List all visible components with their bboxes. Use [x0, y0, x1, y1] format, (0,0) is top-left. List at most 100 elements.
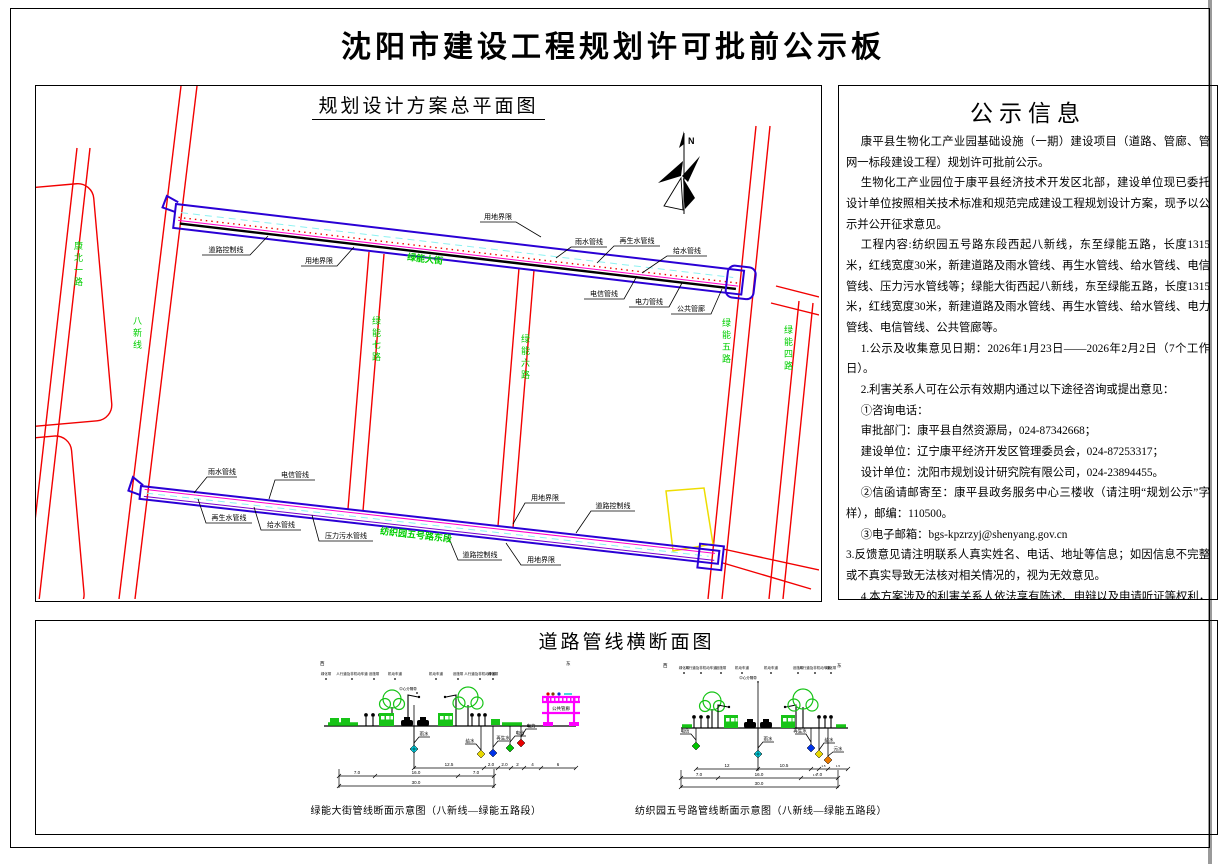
- road-name-kangbei-1: 康北一路: [73, 241, 83, 289]
- callout-label: 道路控制线: [596, 501, 631, 510]
- svg-text:16.0: 16.0: [412, 770, 421, 775]
- cross-section-drawing: 西 东 绿化带 人行道及非机动车道 设施带 机动车道 机动车道 设施带 人行道及…: [320, 660, 851, 790]
- notice-paragraph: 2.利害关系人可在公示有效期内通过以下途径咨询或提出意见：: [860, 384, 1175, 397]
- svg-text:电信: 电信: [681, 728, 690, 735]
- bus-icon: [438, 713, 453, 726]
- sheet-right-edge: [1208, 0, 1212, 864]
- plan-title: 规划设计方案总平面图: [36, 91, 821, 120]
- notice-paragraph: ①咨询电话：: [860, 404, 929, 417]
- notice-body: 康平县生物化工产业园基础设施（一期）建设项目（道路、管廊、管网一标段建设工程）规…: [839, 132, 1217, 599]
- site-plan-panel: N 用地界限: [35, 85, 822, 602]
- callout-label: 电信管线: [281, 470, 309, 479]
- svg-text:电力: 电力: [527, 723, 536, 730]
- car-icons: [401, 717, 429, 726]
- svg-text:电信: 电信: [516, 730, 525, 737]
- svg-text:1.5: 1.5: [836, 764, 841, 768]
- svg-text:6: 6: [557, 762, 560, 767]
- caption-fangzhiyuan-road: 纺织园五号路管线断面示意图（八新线—绿能五路段）: [635, 806, 887, 817]
- svg-text:设施带: 设施带: [369, 671, 380, 676]
- luneng-avenue-corridor: [161, 194, 757, 301]
- pedestrian-figures: [817, 715, 833, 728]
- callout-label: 用地界限: [531, 493, 559, 502]
- svg-text:污水: 污水: [834, 746, 843, 753]
- svg-text:机动车道: 机动车道: [764, 665, 778, 670]
- svg-text:1.5: 1.5: [821, 764, 826, 768]
- svg-text:给水: 给水: [466, 738, 475, 745]
- sheet-frame: [10, 8, 1210, 848]
- callout-label: 给水管线: [267, 520, 295, 529]
- car-icons: [744, 719, 772, 728]
- svg-text:再生水: 再生水: [496, 735, 510, 742]
- callout-label: 电信管线: [590, 289, 618, 298]
- svg-text:雨水: 雨水: [420, 731, 429, 738]
- dimension-lines: 12.5 2.0 2.0 2 4 6 7.0 16.0 7.0 30.0: [336, 762, 579, 789]
- notice-paragraph: 1.公示及收集意见日期：2026年1月23日——2026年2月2日（7个工作日）…: [846, 342, 1210, 376]
- red-road-lines: [36, 86, 819, 599]
- svg-text:30.0: 30.0: [755, 781, 764, 786]
- svg-text:绿化带: 绿化带: [679, 665, 690, 670]
- svg-text:雨水: 雨水: [764, 736, 773, 743]
- road-name-luneng-4: 绿能四路: [783, 325, 793, 373]
- end-label-east: 东: [837, 662, 842, 668]
- tree-icon: [787, 688, 819, 728]
- section-luneng-avenue: 西 东 绿化带 人行道及非机动车道 设施带 机动车道 机动车道 设施带 人行道及…: [320, 660, 580, 789]
- svg-text:16.0: 16.0: [755, 772, 764, 777]
- road-name-baxin-line: 八新线: [132, 316, 142, 352]
- tree-icon: [452, 686, 484, 726]
- svg-text:1.5: 1.5: [813, 773, 818, 777]
- street-lamp-icon: [783, 704, 797, 728]
- notice-info-panel: 公示信息 康平县生物化工产业园基础设施（一期）建设项目（道路、管廊、管网一标段建…: [838, 85, 1218, 600]
- callout-label: 雨水管线: [208, 467, 236, 476]
- svg-text:机动车道: 机动车道: [429, 671, 443, 676]
- callout-label: 用地界限: [527, 555, 555, 564]
- section-fangzhiyuan-road: 西 东 绿化带 人行道及非机动车道 设施带 机动车道 机动车道 设施带 人行道及…: [663, 662, 851, 790]
- svg-text:30.0: 30.0: [412, 780, 421, 785]
- cross-section-panel: 西 东 绿化带 人行道及非机动车道 设施带 机动车道 机动车道 设施带 人行道及…: [35, 620, 1218, 835]
- notice-paragraph: 审批部门：康平县自然资源局，024-87342668；: [860, 425, 1097, 438]
- street-lamp-icon: [717, 704, 731, 728]
- notice-paragraph: 工程内容:纺织园五号路东段西起八新线，东至绿能五路，长度1315米，红线宽度30…: [846, 239, 1210, 335]
- pedestrian-figures: [470, 713, 487, 726]
- yellow-parcel-outline: [665, 487, 714, 552]
- fangzhiyuan-road-corridor: [127, 475, 726, 572]
- svg-text:人行道及非机动车道: 人行道及非机动车道: [685, 665, 717, 670]
- pipe-symbols: 电信 雨水 再生水 给水 污水: [680, 728, 844, 765]
- gallery-label: 公共管廊: [552, 705, 570, 712]
- utility-gallery-structure: 公共管廊: [542, 692, 580, 726]
- bus-icon: [781, 715, 795, 728]
- callout-label: 道路控制线: [209, 245, 244, 254]
- svg-text:7.0: 7.0: [473, 770, 480, 775]
- svg-text:设施带: 设施带: [716, 665, 727, 670]
- svg-text:2.0: 2.0: [501, 762, 508, 767]
- zone-labels: 绿化带 人行道及非机动车道 设施带 机动车道 机动车道 设施带 人行道及非机动车…: [679, 665, 837, 683]
- svg-text:机动车道: 机动车道: [388, 671, 402, 676]
- street-lamp-icon: [407, 694, 421, 726]
- callout-label: 道路控制线: [463, 550, 498, 559]
- center-zone-label: 中心分隔带: [399, 686, 417, 691]
- callout-label: 再生水管线: [620, 236, 655, 245]
- dimension-lines: 12 10.5 1.5 1.5 1.5 7.0 16.0 7.0 30.0: [678, 763, 851, 790]
- end-label-west: 西: [663, 663, 668, 669]
- page-title: 沈阳市建设工程规划许可批前公示板: [341, 31, 885, 64]
- end-label-east: 东: [566, 660, 571, 666]
- svg-text:给水: 给水: [825, 737, 834, 744]
- tree-icon: [698, 691, 726, 728]
- notice-paragraph: 3.反馈意见请注明联系人真实姓名、电话、地址等信息；如因信息不完整或不真实导致无…: [846, 549, 1210, 583]
- callout-label: 用地界限: [484, 212, 512, 221]
- north-arrow-icon: N: [658, 131, 700, 214]
- zone-labels: 绿化带 人行道及非机动车道 设施带 机动车道 机动车道 设施带 人行道及非机动车…: [321, 671, 499, 694]
- svg-text:绿化带: 绿化带: [488, 671, 499, 676]
- callout-label: 给水管线: [673, 246, 701, 255]
- bus-icon: [379, 713, 394, 726]
- center-zone-label: 中心分隔带: [739, 675, 757, 680]
- notice-paragraph: 生物化工产业园位于康平县经济技术开发区北部，建设单位现已委托设计单位按照相关技术…: [846, 177, 1210, 231]
- notice-paragraph: ②信函请邮寄至：康平县政务服务中心三楼收（请注明“规划公示”字样），邮编：110…: [846, 487, 1210, 521]
- svg-text:7.0: 7.0: [354, 770, 361, 775]
- notice-paragraph: ③电子邮箱：bgs-kpzrzyj@shenyang.gov.cn: [860, 528, 1068, 541]
- cross-section-title: 道路管线横断面图: [538, 632, 715, 653]
- callout-label: 用地界限: [305, 256, 333, 265]
- svg-text:机动车道: 机动车道: [735, 665, 749, 670]
- site-plan-drawing: N 用地界限: [36, 86, 819, 599]
- bus-icon: [724, 715, 738, 728]
- road-name-luneng-7: 绿能七路: [371, 316, 381, 364]
